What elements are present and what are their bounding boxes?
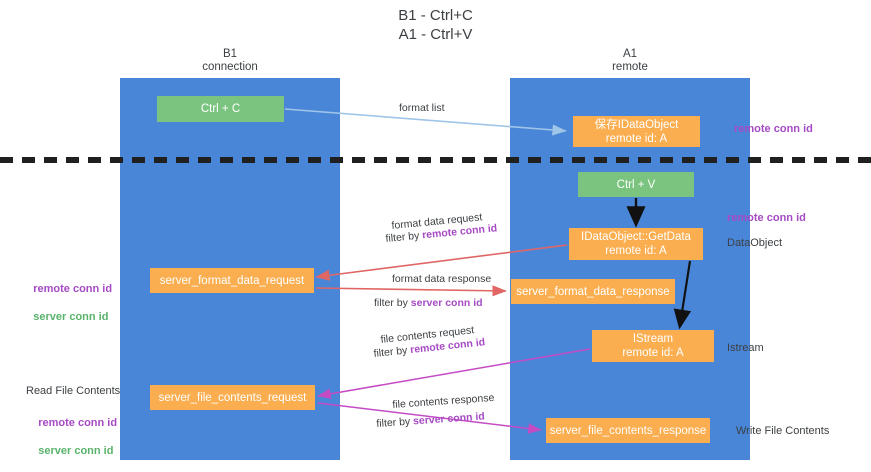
annotation-istream: Istream bbox=[727, 342, 764, 354]
node-server-format-data-response[interactable]: server_format_data_response bbox=[511, 279, 675, 304]
arrow-file-contents-response bbox=[317, 402, 542, 434]
node-idataobject-getdata[interactable]: IDataObject::GetData remote id: A bbox=[569, 228, 703, 260]
diagram-title: B1 - Ctrl+C A1 - Ctrl+V bbox=[398, 7, 473, 43]
annotation-remote-conn-id-top: remote conn id bbox=[734, 123, 813, 135]
column-header-a1: A1 remote bbox=[612, 48, 648, 73]
phase-divider bbox=[0, 157, 871, 163]
edge-label-format-list: format list bbox=[399, 102, 445, 114]
arrow-format-data-response bbox=[315, 285, 507, 297]
filter-value-server-conn-id-1: server conn id bbox=[410, 297, 483, 309]
annotation-dataobject: DataObject bbox=[727, 237, 783, 249]
node-save-idataobject[interactable]: 保存IDataObject remote id: A bbox=[573, 116, 700, 147]
filter-prefix-3: filter by bbox=[373, 344, 411, 360]
arrow-file-contents-request bbox=[317, 348, 591, 400]
node-ctrl-c[interactable]: Ctrl + C bbox=[157, 96, 284, 122]
annotation-left-conn-ids-top: remote conn id server conn id bbox=[21, 268, 112, 338]
annotation-read-file-contents: Read File Contents bbox=[26, 385, 121, 397]
annotation-remote-conn-id-left: remote conn id bbox=[33, 283, 113, 295]
annotation-write-file-contents: Write File Contents bbox=[736, 425, 830, 437]
node-ctrl-v[interactable]: Ctrl + V bbox=[578, 172, 694, 197]
annotation-left-conn-ids-bottom: remote conn id server conn id bbox=[26, 402, 117, 472]
filter-prefix-4: filter by bbox=[376, 415, 414, 430]
node-server-file-contents-request[interactable]: server_file_contents_request bbox=[150, 385, 315, 410]
annotation-server-conn-id-left: server conn id bbox=[33, 311, 109, 323]
column-header-b1: B1 connection bbox=[202, 48, 258, 73]
arrow-getdata-istream bbox=[673, 260, 692, 330]
arrow-format-list bbox=[284, 108, 567, 136]
node-server-file-contents-response[interactable]: server_file_contents_response bbox=[546, 418, 710, 443]
filter-prefix-2: filter by bbox=[374, 297, 411, 309]
edge-label-format-data-response-filter: filter by server conn id bbox=[374, 297, 483, 310]
node-istream[interactable]: IStream remote id: A bbox=[592, 330, 714, 362]
node-server-format-data-request[interactable]: server_format_data_request bbox=[150, 268, 314, 293]
arrow-format-data-request bbox=[315, 244, 568, 281]
filter-prefix-1: filter by bbox=[385, 229, 423, 245]
annotation-server-conn-id-left-2: server conn id bbox=[38, 445, 114, 457]
annotation-remote-conn-id-mid: remote conn id bbox=[727, 212, 806, 224]
annotation-remote-conn-id-left-2: remote conn id bbox=[38, 417, 118, 429]
edge-label-format-data-response: format data response bbox=[392, 273, 492, 285]
